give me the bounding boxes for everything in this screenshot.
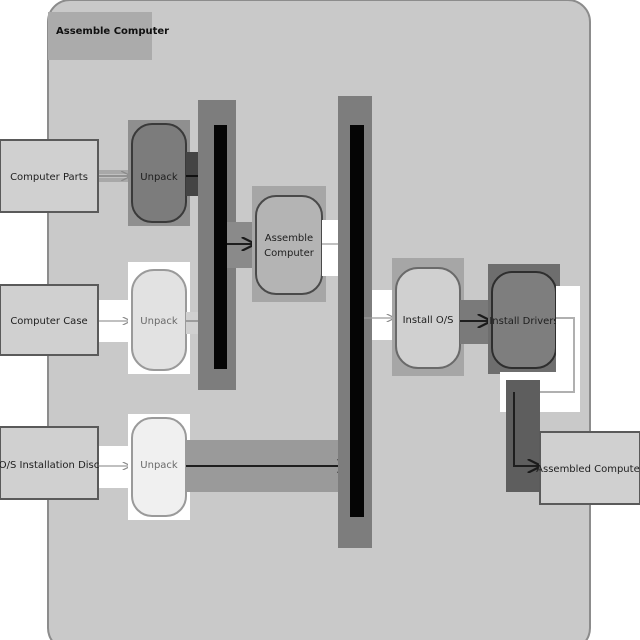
action-unpack-parts-label: Unpack	[140, 172, 178, 183]
input-pin-os-disc-label: O/S Installation Disc	[0, 460, 99, 471]
action-assemble-computer[interactable]: Assemble Computer	[252, 186, 326, 302]
action-unpack-disc[interactable]: Unpack	[128, 414, 190, 520]
output-pin-assembled-computer[interactable]: Assembled Computer	[536, 431, 640, 505]
output-pin-assembled-computer-label: Assembled Computer	[536, 464, 640, 475]
action-unpack-case[interactable]: Unpack	[128, 262, 190, 374]
flow-parts-to-unpack	[98, 170, 134, 182]
flow-drivers-to-output	[500, 286, 580, 492]
action-install-drivers[interactable]: Install Drivers	[488, 264, 560, 374]
input-pin-computer-case-label: Computer Case	[10, 316, 87, 327]
action-unpack-disc-label: Unpack	[140, 460, 178, 471]
action-install-os-label: Install O/S	[403, 315, 454, 326]
join-bar-2	[338, 96, 372, 548]
input-pin-os-disc[interactable]: O/S Installation Disc	[0, 426, 99, 500]
flow-unpack-disc-to-join	[186, 440, 350, 492]
action-unpack-parts[interactable]: Unpack	[128, 120, 190, 226]
activity-title: Assemble Computer	[56, 26, 169, 37]
activity-title-tab	[48, 12, 152, 60]
action-install-drivers-label: Install Drivers	[489, 316, 558, 327]
input-pin-computer-parts[interactable]: Computer Parts	[0, 139, 99, 213]
action-assemble-computer-label-line1: Assemble	[265, 233, 313, 244]
action-unpack-case-label: Unpack	[140, 316, 178, 327]
action-install-os[interactable]: Install O/S	[392, 258, 464, 376]
input-pin-computer-parts-label: Computer Parts	[10, 172, 88, 183]
action-assemble-computer-label-line2: Computer	[264, 248, 315, 259]
input-pin-computer-case[interactable]: Computer Case	[0, 284, 99, 356]
